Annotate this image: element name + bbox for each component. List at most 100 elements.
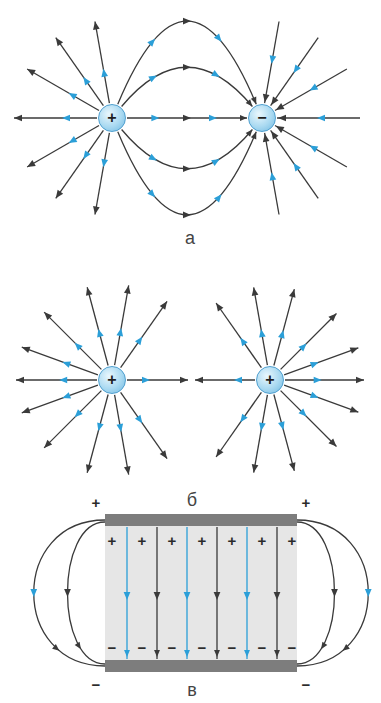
arrow-head	[62, 392, 71, 398]
field-line	[27, 126, 99, 168]
arrow-head	[216, 303, 223, 311]
field-line	[121, 301, 167, 367]
arrow-head	[350, 347, 359, 353]
charge-sign: +	[92, 495, 101, 510]
arrow-head	[246, 130, 253, 137]
arrow-head	[246, 99, 253, 106]
arrow-head	[274, 592, 281, 600]
field-line	[274, 394, 294, 470]
arrow-head	[271, 131, 278, 139]
field-line	[195, 379, 255, 380]
field-line	[216, 303, 261, 368]
charge-sign: −	[258, 640, 267, 655]
arrow-head	[276, 126, 285, 133]
charge-sign: +	[107, 372, 116, 388]
field-line	[56, 38, 104, 106]
arrow-head	[195, 377, 203, 384]
fringe-line	[297, 522, 335, 664]
arrow-head	[62, 115, 70, 122]
field-line	[87, 394, 108, 472]
arrow-head	[183, 115, 191, 122]
arrow-head	[310, 84, 319, 91]
arrow-head	[184, 592, 191, 600]
charge-sign: −	[302, 677, 311, 692]
arrow-head	[321, 642, 327, 649]
field-line	[254, 287, 268, 365]
arrow-head	[270, 172, 277, 180]
field-line	[115, 395, 129, 475]
arrow-head	[75, 409, 83, 417]
arrow-head	[251, 132, 256, 140]
arrow-head	[328, 314, 336, 322]
charge-sign: −	[138, 640, 147, 655]
arrow-head	[310, 146, 319, 153]
field-line	[121, 392, 167, 458]
arrow-head	[56, 38, 63, 46]
arrow-head	[22, 347, 31, 353]
panel-letter: в	[187, 681, 197, 699]
panel-letter: а	[185, 229, 195, 247]
arrow-head	[124, 285, 131, 293]
arrow-head	[64, 589, 71, 597]
arrow-head	[240, 414, 247, 422]
arrow-head	[252, 287, 259, 295]
fringe-line	[34, 520, 105, 666]
field-line	[44, 312, 101, 369]
arrow-head	[62, 362, 71, 368]
arrow-head	[183, 18, 191, 25]
charge-sign: +	[288, 533, 297, 548]
arrow-head	[310, 392, 319, 398]
arrow-head	[214, 592, 221, 600]
field-line	[122, 130, 253, 169]
arrow-head	[240, 115, 247, 121]
arrow-head	[209, 115, 217, 122]
arrow-head	[289, 462, 295, 471]
arrow-head	[59, 377, 67, 384]
arrow-head	[244, 592, 251, 600]
arrow-head	[299, 409, 307, 417]
arrow-head	[289, 289, 295, 298]
field-line	[216, 392, 261, 457]
arrow-head	[16, 377, 24, 384]
arrow-head	[101, 159, 108, 167]
point-charge: +	[256, 366, 284, 394]
arrow-head	[183, 165, 191, 172]
arrow-head	[124, 466, 131, 474]
charge-sign: +	[107, 110, 116, 126]
charge-sign: +	[302, 495, 311, 510]
field-line	[274, 289, 294, 365]
point-charge: +	[98, 104, 126, 132]
field-line	[275, 69, 347, 111]
charge-sign: −	[168, 640, 177, 655]
field-line	[95, 21, 109, 103]
arrow-head	[30, 589, 37, 597]
arrow-head	[27, 69, 36, 76]
panel-letter: б	[187, 491, 197, 509]
charge-sign: −	[288, 640, 297, 655]
arrow-head	[350, 406, 359, 412]
arrow-head	[75, 642, 81, 649]
charge-sign: +	[265, 372, 274, 388]
arrow-head	[116, 328, 123, 336]
field-line	[27, 69, 99, 111]
arrow-head	[259, 329, 266, 337]
arrow-head	[147, 39, 155, 47]
arrow-head	[251, 97, 256, 105]
arrow-head	[147, 189, 155, 197]
field-line	[281, 391, 337, 447]
arrow-head	[317, 115, 325, 122]
arrow-head	[135, 337, 142, 345]
charge-sign: +	[108, 533, 117, 548]
arrow-head	[211, 70, 220, 77]
arrow-head	[278, 330, 284, 339]
field-line	[14, 117, 97, 118]
arrow-head	[75, 343, 83, 351]
charge-sign: −	[228, 640, 237, 655]
capacitor-plate	[105, 660, 297, 672]
arrow-head	[86, 287, 92, 296]
fringe-line	[68, 522, 106, 664]
charge-sign: −	[108, 640, 117, 655]
arrow-head	[214, 194, 222, 202]
arrow-head	[274, 650, 280, 657]
